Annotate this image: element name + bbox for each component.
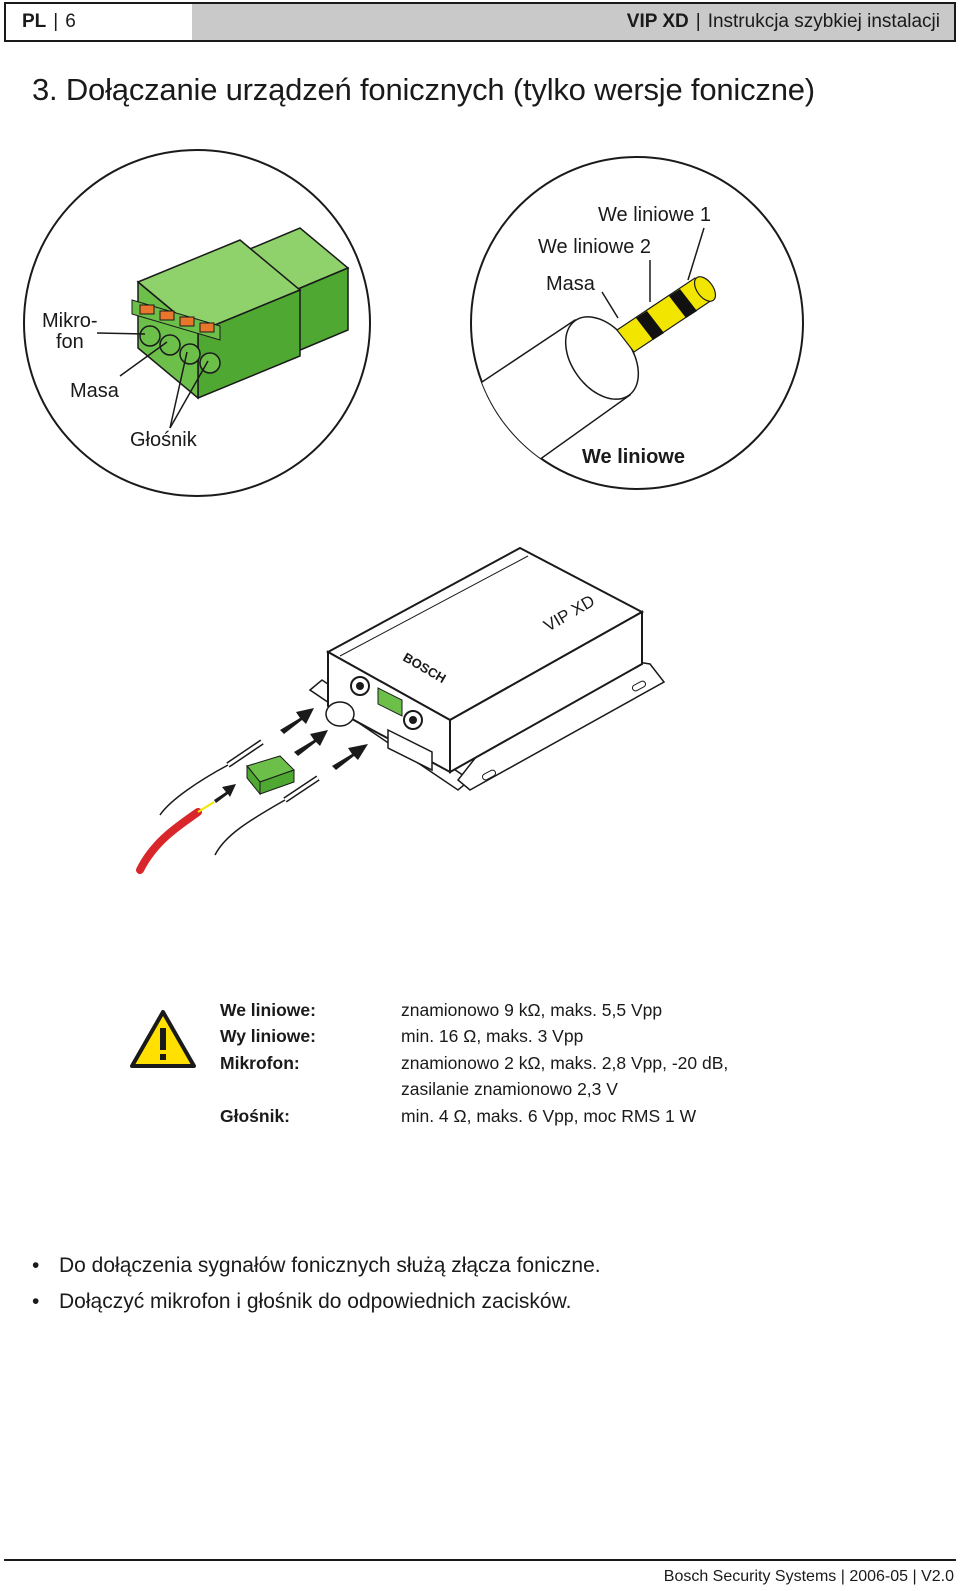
microphone-label-cont: fon [56,331,84,353]
spec-row-microphone: Mikrofon: znamionowo 2 kΩ, maks. 2,8 Vpp… [220,1050,728,1077]
microphone-label: Mikro- [42,310,98,332]
connection-arrows [214,708,368,803]
spec-value: min. 4 Ω, maks. 6 Vpp, moc RMS 1 W [401,1105,697,1126]
line-in-jack-callout: We liniowe 1 We liniowe 2 Masa We liniow… [470,156,804,490]
bullet-icon: • [32,1290,40,1313]
audio-specifications: We liniowe: znamionowo 9 kΩ, maks. 5,5 V… [220,997,728,1130]
language-code: PL [22,11,47,32]
list-item: • Dołączyć mikrofon i głośnik do odpowie… [32,1284,601,1320]
line-in-1-label: We liniowe 1 [598,204,711,226]
audio-cables [136,739,320,874]
instruction-text: Dołączyć mikrofon i głośnik do odpowiedn… [59,1290,572,1313]
warning-icon [130,1010,196,1068]
spec-label: Wy liniowe: [220,1026,316,1047]
line-in-title: We liniowe [582,446,685,468]
header-doc-info: VIP XD | Instrukcja szybkiej instalacji [192,4,954,40]
spec-value: min. 16 Ω, maks. 3 Vpp [401,1026,584,1047]
spec-row-microphone-cont: zasilanie znamionowo 2,3 V [220,1077,728,1104]
terminal-ground-label: Masa [70,380,120,402]
spec-value: znamionowo 9 kΩ, maks. 5,5 Vpp [401,999,663,1020]
spec-row-line-out: Wy liniowe: min. 16 Ω, maks. 3 Vpp [220,1024,728,1051]
footer-divider [4,1559,956,1561]
spec-label: Mikrofon: [220,1052,300,1073]
spec-row-speaker: Głośnik: min. 4 Ω, maks. 6 Vpp, moc RMS … [220,1103,728,1130]
header-page-info: PL | 6 [6,4,192,40]
speaker-label: Głośnik [130,429,198,451]
page-header: PL | 6 VIP XD | Instrukcja szybkiej inst… [4,2,956,42]
page-title: 3. Dołączanie urządzeń fonicznych (tylko… [32,72,815,107]
jack-ground-label: Masa [546,273,596,295]
line-in-2-label: We liniowe 2 [538,236,651,258]
spec-value: znamionowo 2 kΩ, maks. 2,8 Vpp, -20 dB, [401,1052,729,1073]
spec-value: zasilanie znamionowo 2,3 V [401,1079,618,1100]
connection-illustration: Mikro- fon Masa Głośnik We liniowe 1 We … [23,149,804,874]
spec-row-line-in: We liniowe: znamionowo 9 kΩ, maks. 5,5 V… [220,997,728,1024]
spec-label: We liniowe: [220,999,316,1020]
spec-label: Głośnik: [220,1105,291,1126]
instruction-text: Do dołączenia sygnałów fonicznych służą … [59,1254,601,1277]
product-name: VIP XD [626,11,689,32]
document-title: Instrukcja szybkiej instalacji [707,11,940,32]
vip-xd-device: VIP XD BOSCH [308,546,666,791]
instruction-list: • Do dołączenia sygnałów fonicznych służ… [32,1248,601,1320]
page-footer: Bosch Security Systems | 2006-05 | V2.0 [663,1568,954,1585]
bullet-icon: • [32,1254,40,1277]
terminal-block-callout: Mikro- fon Masa Głośnik [23,149,371,497]
list-item: • Do dołączenia sygnałów fonicznych służ… [32,1248,601,1284]
page-number: 6 [65,11,76,32]
